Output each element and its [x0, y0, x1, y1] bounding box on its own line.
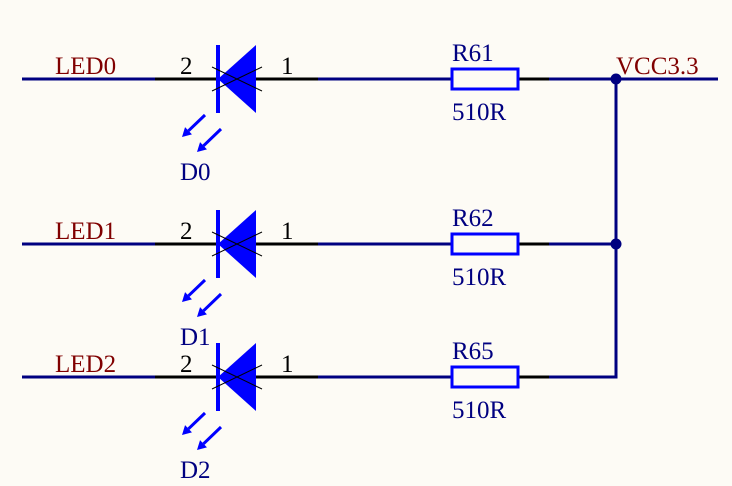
- resistor-body: [450, 67, 520, 91]
- emission-arrow: [197, 292, 223, 317]
- diode-designator: D1: [180, 324, 211, 351]
- pin-number-anode: 2: [180, 218, 193, 245]
- pin-number-cathode: 1: [281, 351, 294, 378]
- vcc-net-label: VCC3.3: [616, 53, 699, 80]
- components-layer: [182, 45, 622, 450]
- led-mark: [211, 66, 263, 92]
- resistor-body: [450, 365, 520, 389]
- led-symbol: [182, 210, 263, 317]
- led-mark: [211, 231, 263, 257]
- pin-number-anode: 2: [180, 53, 193, 80]
- wires-layer: [22, 77, 718, 379]
- net-label-led0: LED0: [55, 53, 116, 80]
- pin-number-anode: 2: [180, 351, 193, 378]
- diode-designator: D2: [180, 457, 211, 484]
- emission-arrow: [197, 127, 223, 152]
- resistor-designator: R62: [452, 205, 494, 232]
- led-mark: [211, 364, 263, 390]
- resistor-value: 510R: [452, 397, 507, 424]
- led-symbol: [182, 45, 263, 152]
- junction-dot: [610, 238, 622, 250]
- junction-dot: [610, 73, 622, 85]
- resistor-designator: R65: [452, 338, 494, 365]
- resistor-designator: R61: [452, 40, 494, 67]
- pin-number-cathode: 1: [281, 218, 294, 245]
- pin-number-cathode: 1: [281, 53, 294, 80]
- emission-arrow: [182, 113, 207, 137]
- diode-designator: D0: [180, 159, 211, 186]
- resistor-value: 510R: [452, 99, 507, 126]
- emission-arrow: [182, 411, 207, 435]
- emission-arrow: [182, 278, 207, 302]
- net-label-led2: LED2: [55, 351, 116, 378]
- emission-arrow: [197, 425, 223, 450]
- led-symbol: [182, 343, 263, 450]
- resistor-body: [450, 232, 520, 256]
- resistor-value: 510R: [452, 264, 507, 291]
- net-label-led1: LED1: [55, 218, 116, 245]
